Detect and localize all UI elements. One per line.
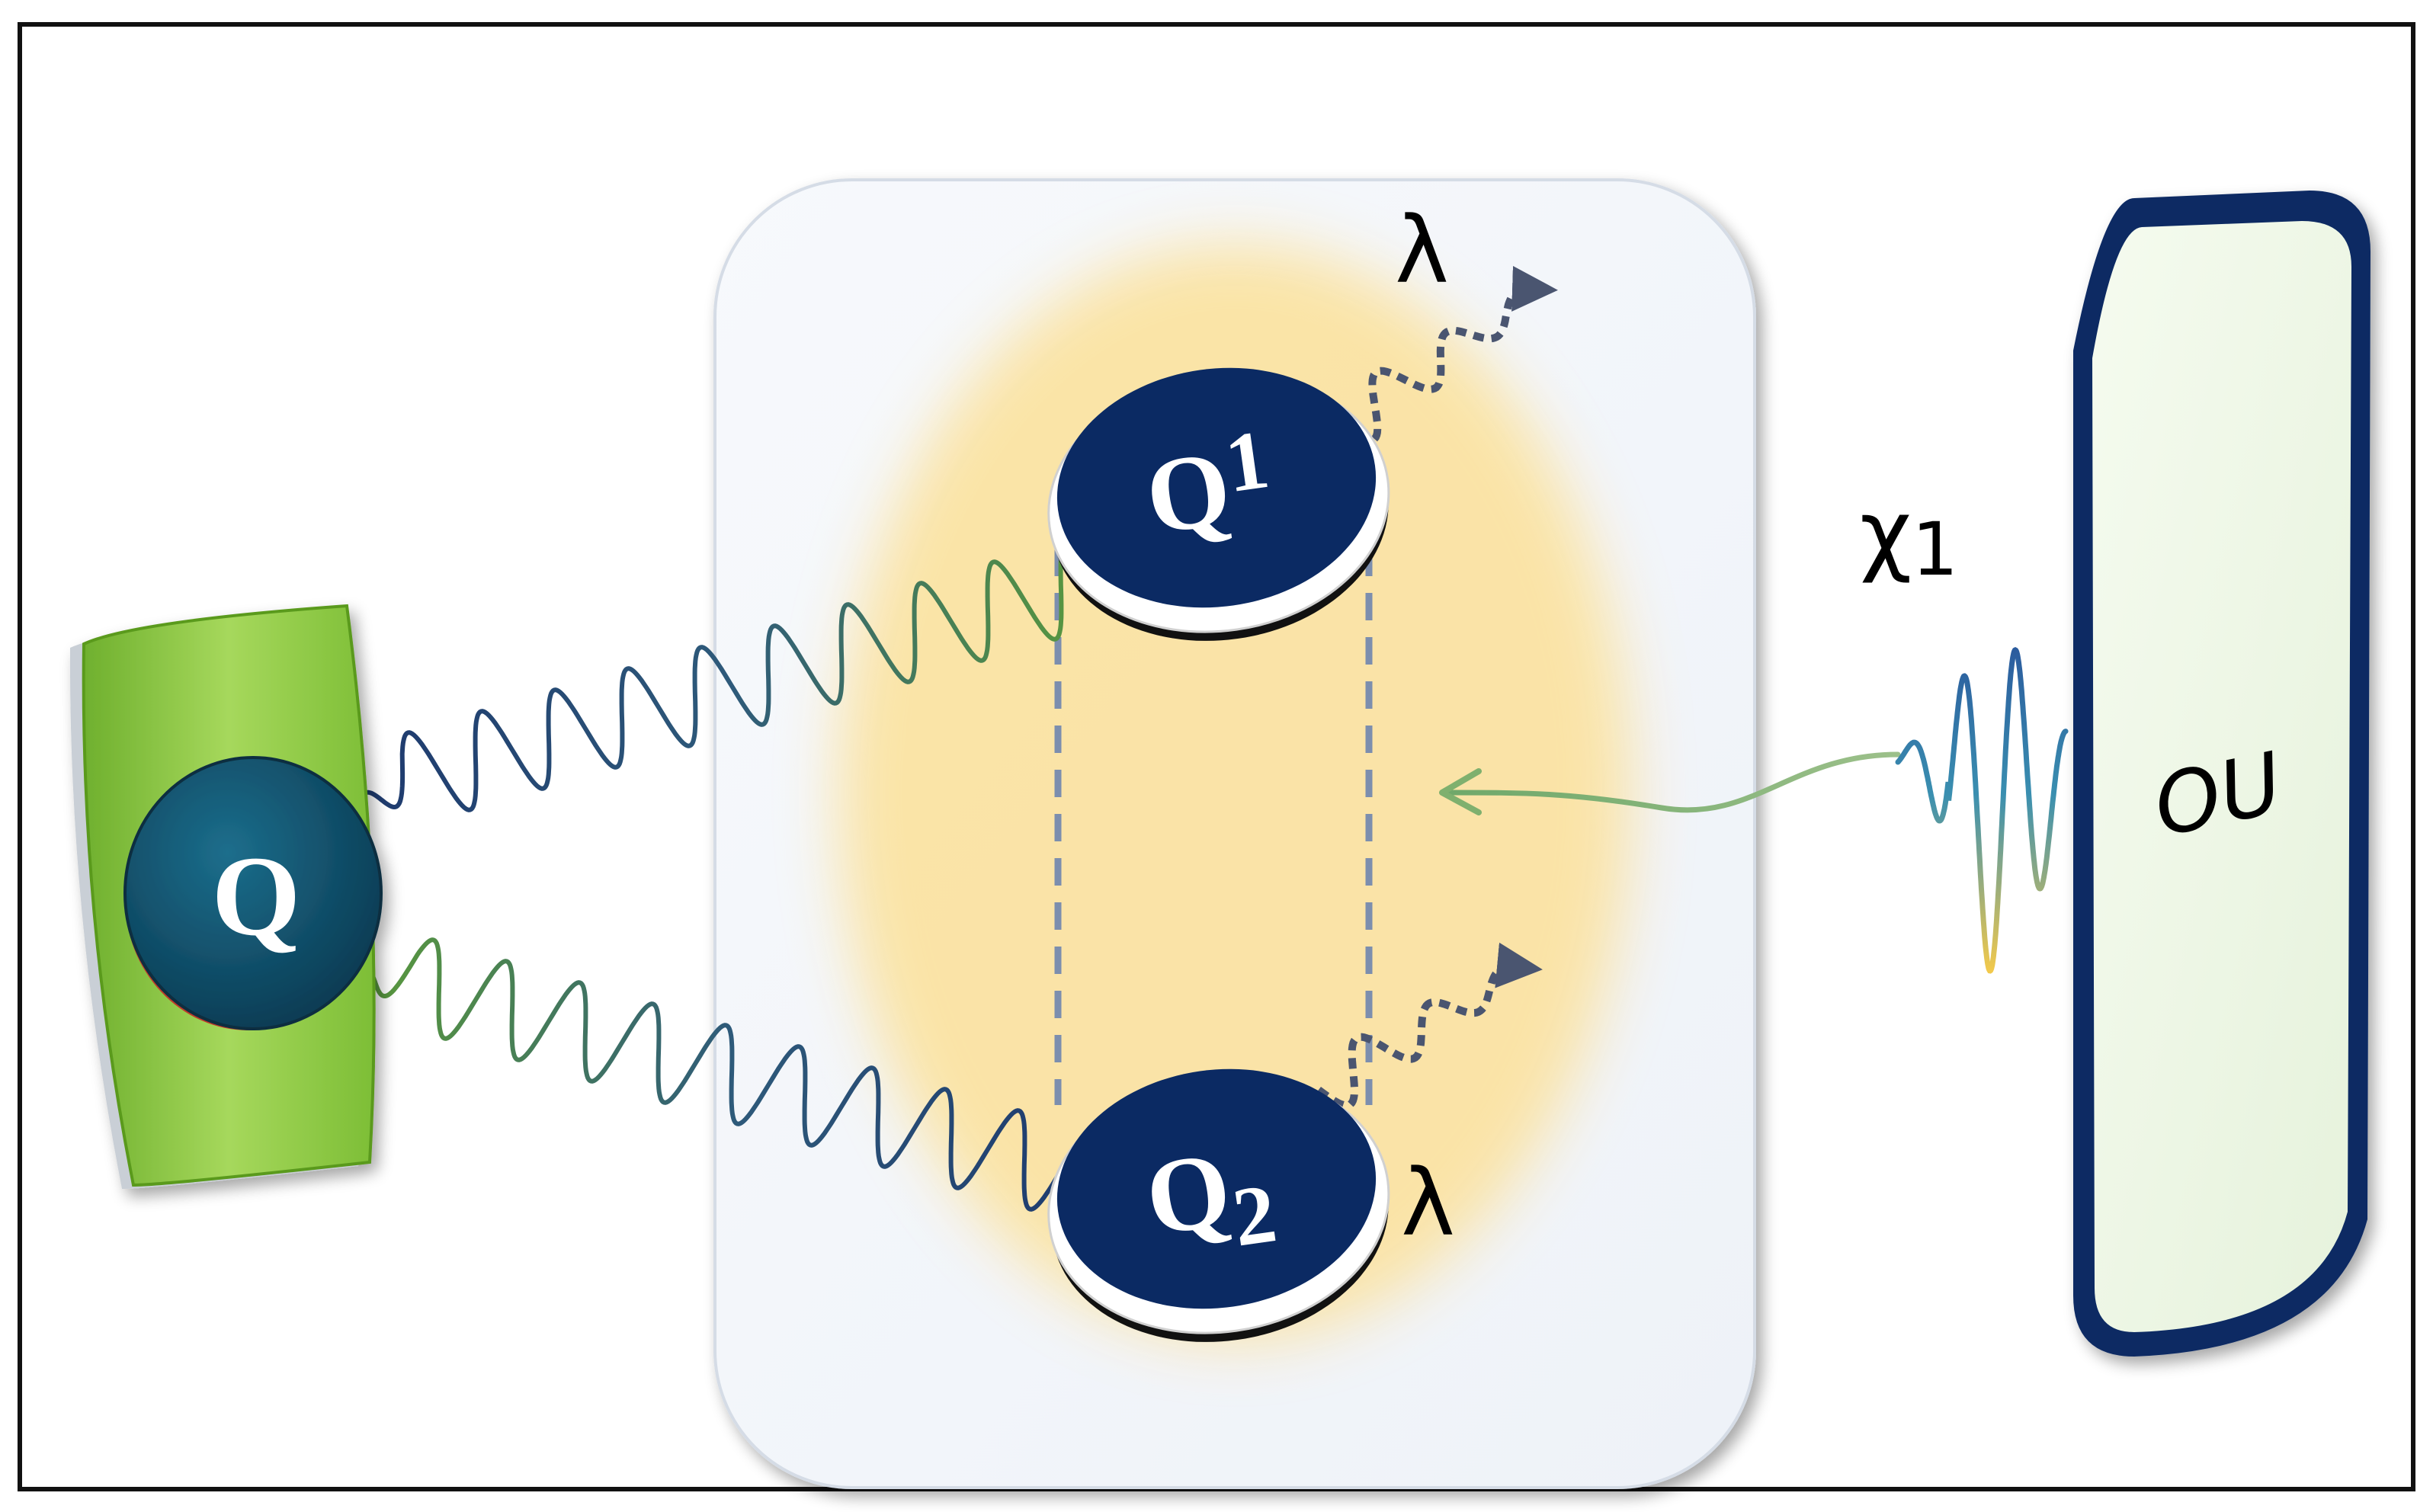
decay-label-top: λ: [1395, 198, 1449, 304]
source-label: Q: [212, 833, 301, 959]
environment-arrow: [1445, 751, 1901, 813]
coupling-pulse: [1895, 646, 2069, 974]
decay-label-bottom: λ: [1401, 1151, 1455, 1257]
entangling-wave-top: [364, 552, 1100, 812]
qubit-link-dashes: [1054, 549, 1373, 1105]
ou-environment-panel[interactable]: OU: [2073, 191, 2370, 1357]
system-glow: [838, 244, 1631, 1341]
qubit-2[interactable]: Q2: [1031, 1047, 1406, 1363]
environment-arrowhead: [1439, 768, 1482, 815]
source-disc: [123, 756, 383, 1030]
entangling-wave-bottom: [364, 937, 1100, 1212]
qubit-1[interactable]: Q1: [1031, 346, 1406, 662]
source-device[interactable]: Q: [69, 604, 383, 1189]
qubit-system-box: [713, 178, 1756, 1489]
coupling-label: χ1: [1860, 480, 1958, 592]
